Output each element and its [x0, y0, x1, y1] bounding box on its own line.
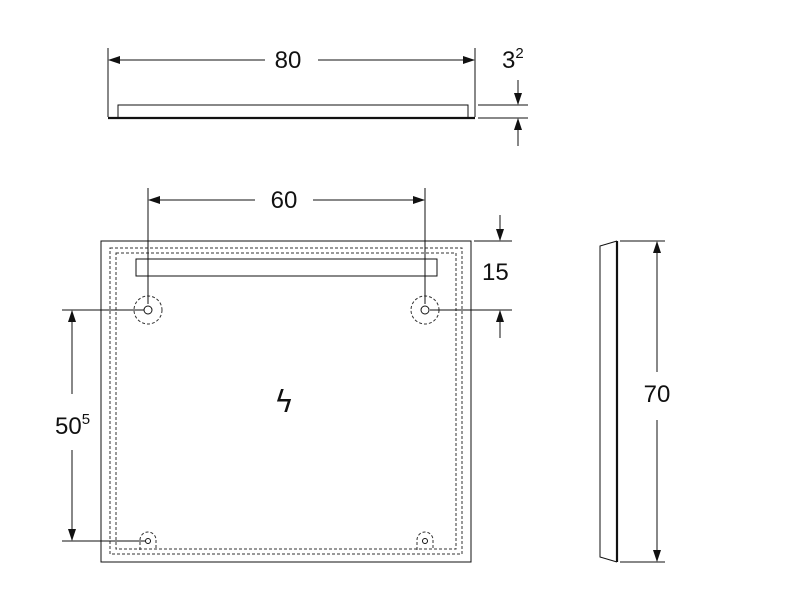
- side-view-mirror-profile: [599, 240, 619, 563]
- depth-dimension: 32: [478, 45, 528, 146]
- top-offset-dimension: 15: [430, 215, 512, 338]
- front-view: ϟ 60 15 505: [55, 187, 512, 563]
- vertical-spacing-base: 50: [55, 413, 82, 440]
- width-label: 80: [275, 47, 302, 74]
- depth-label-sup: 2: [515, 45, 523, 62]
- vertical-spacing-dimension: 505: [55, 309, 145, 542]
- width-dimension: 80: [108, 47, 475, 74]
- top-view: 80 32: [107, 45, 528, 146]
- hole-spacing-label: 60: [271, 187, 298, 214]
- led-strip-outer: [109, 247, 463, 555]
- mirror-outline: [100, 240, 472, 563]
- top-offset-label: 15: [482, 259, 509, 286]
- depth-label-base: 3: [502, 47, 515, 74]
- led-strip-inner: [115, 252, 457, 550]
- mounting-hook-bottom-right: [416, 531, 434, 550]
- hole-spacing-dimension: 60: [147, 187, 426, 304]
- light-bar: [135, 258, 438, 277]
- height-label: 70: [644, 381, 671, 408]
- electrical-connection-icon: ϟ: [274, 385, 294, 420]
- top-view-mirror-profile: [108, 104, 475, 120]
- depth-label: 32: [502, 45, 524, 74]
- height-dimension: 70: [644, 241, 671, 562]
- mounting-hook-bottom-left: [139, 531, 157, 550]
- vertical-spacing-label: 505: [55, 411, 90, 440]
- vertical-spacing-sup: 5: [82, 411, 90, 428]
- side-view: 70: [599, 240, 671, 563]
